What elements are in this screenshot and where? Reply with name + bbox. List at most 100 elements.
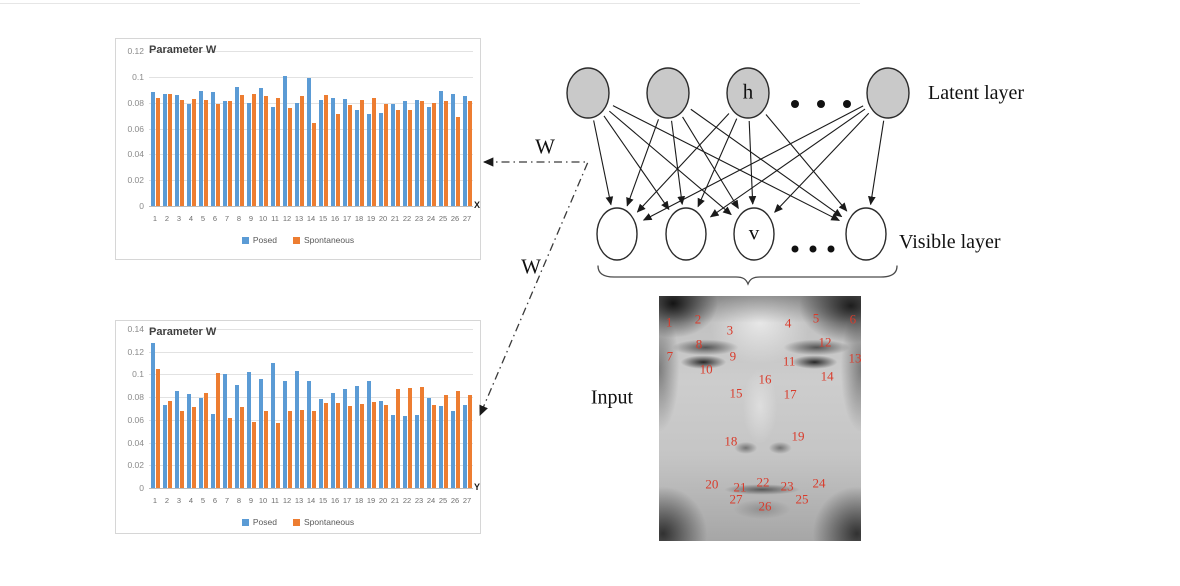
face-landmark: 13: [848, 350, 861, 366]
bar-posed: [199, 91, 203, 206]
face-landmark: 26: [758, 498, 772, 514]
network-edges: [593, 105, 885, 221]
legend-label: Posed: [252, 517, 277, 527]
legend-swatch-spontaneous: [293, 518, 300, 526]
bar-posed: [343, 389, 347, 488]
bar-posed: [427, 106, 431, 206]
category-label: 14: [306, 496, 316, 505]
face-landmark: 6: [849, 311, 857, 327]
bar-posed: [199, 398, 203, 488]
gridline: [149, 374, 473, 376]
bar-posed: [379, 400, 383, 488]
bar-spontaneous: [239, 407, 244, 488]
hidden-node-label: h: [742, 79, 754, 104]
face-landmark: 16: [758, 371, 772, 387]
bar-posed: [259, 378, 263, 488]
legend-label: Spontaneous: [304, 235, 355, 245]
category-label: 21: [390, 214, 400, 223]
bar-spontaneous: [275, 423, 280, 488]
bar-posed: [415, 415, 419, 488]
bar-posed: [163, 93, 167, 206]
category-label: 15: [318, 496, 328, 505]
category-label: 26: [450, 214, 460, 223]
bar-posed: [163, 405, 167, 488]
y-tick-label: 0.04: [127, 149, 144, 160]
category-label: 23: [414, 496, 424, 505]
edge-arrow: [709, 108, 866, 218]
bar-spontaneous: [335, 114, 340, 206]
figure-top-border: [0, 3, 860, 4]
y-tick-label: 0.06: [127, 414, 144, 425]
bar-posed: [331, 97, 335, 206]
legend-item: Posed: [241, 235, 277, 245]
y-tick-label: 0.12: [127, 46, 144, 56]
visible-layer-label: Visible layer: [899, 231, 1001, 253]
face-landmark: 21: [733, 479, 747, 495]
category-label: 4: [188, 496, 194, 505]
category-label: 5: [200, 496, 206, 505]
edge-arrow: [697, 118, 738, 208]
category-label: 12: [282, 214, 292, 223]
bar-posed: [379, 113, 383, 206]
bar-spontaneous: [419, 386, 424, 488]
category-label: 8: [236, 214, 242, 223]
bar-posed: [463, 405, 467, 488]
chart-title: Parameter W: [149, 44, 217, 56]
y-tick-label: 0.08: [127, 392, 144, 403]
bar-spontaneous: [467, 394, 472, 488]
legend-item: Posed: [241, 517, 277, 527]
latent-layer-label: Latent layer: [928, 82, 1025, 104]
bar-posed: [331, 392, 335, 488]
face-landmark: 23: [780, 478, 794, 494]
category-label: 17: [342, 496, 352, 505]
face-landmark: 15: [729, 385, 743, 401]
bar-spontaneous: [335, 402, 340, 488]
bar-spontaneous: [311, 123, 316, 206]
face-landmark: 19: [791, 428, 805, 444]
bar-spontaneous: [323, 94, 328, 206]
legend-swatch-posed: [241, 236, 249, 244]
y-tick-label: 0.04: [127, 437, 144, 448]
y-tick-label: 0: [139, 201, 144, 211]
y-tick-label: 0: [139, 483, 144, 493]
face-landmark: 3: [726, 322, 734, 338]
face-landmark: 27: [729, 491, 743, 507]
legend-label: Spontaneous: [304, 517, 355, 527]
legend-swatch-spontaneous: [293, 236, 300, 244]
latent-node: [566, 67, 610, 119]
bar-spontaneous: [251, 93, 256, 206]
bar-posed: [175, 391, 179, 488]
face-landmark: 8: [695, 336, 703, 352]
bar-posed: [259, 88, 263, 206]
category-label: 2: [164, 214, 170, 223]
bar-spontaneous: [419, 101, 424, 206]
face-landmark: 4: [784, 315, 792, 331]
category-label: 17: [342, 214, 352, 223]
bar-spontaneous: [395, 389, 400, 488]
category-label: 25: [438, 214, 448, 223]
bar-posed: [235, 87, 239, 206]
edge-arrow: [765, 114, 848, 212]
axis-end-label: Y: [474, 482, 481, 492]
bar-spontaneous: [215, 103, 220, 206]
y-tick-label: 0.02: [127, 460, 144, 471]
bar-posed: [439, 406, 443, 488]
category-label: 6: [212, 214, 218, 223]
edge-arrow: [868, 120, 885, 206]
latent-node: [646, 67, 690, 119]
category-label: 20: [378, 496, 388, 505]
face-landmark: 11: [782, 353, 796, 369]
gridline: [149, 329, 473, 330]
bar-spontaneous: [179, 100, 184, 206]
bar-spontaneous: [191, 98, 196, 206]
chart-title: Parameter W: [149, 326, 217, 338]
category-label: 9: [248, 214, 254, 223]
category-label: 19: [366, 214, 376, 223]
category-label: 27: [462, 214, 472, 223]
category-label: 14: [306, 214, 316, 223]
gridline: [149, 180, 473, 182]
bar-spontaneous: [263, 96, 268, 206]
category-label: 22: [402, 496, 412, 505]
bar-posed: [439, 91, 443, 206]
